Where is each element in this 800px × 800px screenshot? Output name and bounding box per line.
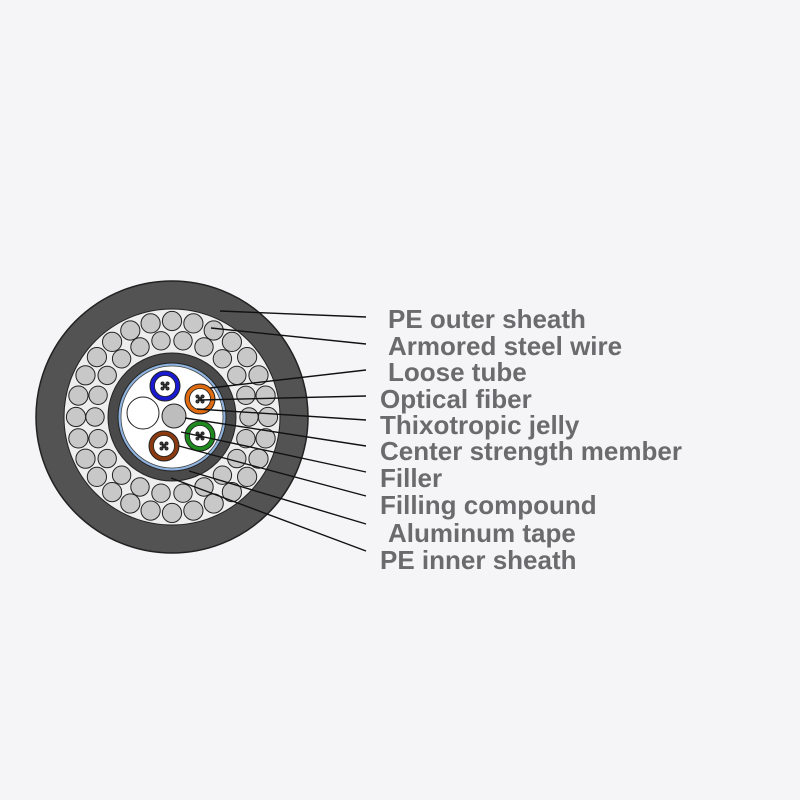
armor-wire xyxy=(111,465,132,485)
armor-wire xyxy=(86,347,108,368)
armor-wire xyxy=(130,477,150,497)
optical-fiber xyxy=(195,394,200,399)
optical-fiber xyxy=(159,441,164,446)
armor-wire xyxy=(161,502,183,524)
label-armored-steel-wire: Armored steel wire xyxy=(388,331,623,361)
loose-tube xyxy=(184,383,216,415)
armor-wire xyxy=(221,482,242,503)
armor-wire xyxy=(237,347,258,368)
leader-lines xyxy=(170,310,367,552)
armor-wire xyxy=(248,365,269,386)
loose-tube xyxy=(148,430,180,462)
armor-wire xyxy=(257,406,279,428)
optical-fiber xyxy=(195,436,200,441)
armor-wire xyxy=(97,365,117,386)
label-aluminum-tape: Aluminum tape xyxy=(388,518,576,548)
armor-wire xyxy=(173,331,193,351)
label-thixotropic-jelly: Thixotropic jelly xyxy=(380,410,580,440)
optical-fiber xyxy=(161,444,166,449)
optical-fiber xyxy=(195,399,200,404)
armor-wire xyxy=(236,385,256,405)
armor-wire xyxy=(227,448,247,469)
label-loose-tube: Loose tube xyxy=(388,357,527,387)
armored-steel-wire-group xyxy=(65,310,279,524)
armor-wire xyxy=(173,483,193,503)
armor-wire xyxy=(88,429,108,449)
armor-wire xyxy=(212,349,233,369)
armor-wire xyxy=(151,483,171,503)
leader-line xyxy=(199,395,367,401)
label-center-strength-member: Center strength member xyxy=(380,436,682,466)
leader-line xyxy=(180,431,367,473)
leader-line xyxy=(209,369,367,389)
armor-wire xyxy=(130,337,150,357)
armor-wire xyxy=(68,428,89,449)
armor-wire xyxy=(88,385,108,405)
armor-wire xyxy=(102,331,123,352)
label-pe-outer-sheath: PE outer sheath xyxy=(388,304,586,334)
armor-wire xyxy=(68,385,89,406)
label-filler: Filler xyxy=(380,463,443,493)
armor-wire xyxy=(221,331,242,352)
optical-fiber xyxy=(160,386,165,391)
leader-line xyxy=(188,470,367,525)
leader-line xyxy=(170,477,367,552)
armor-wire xyxy=(203,320,224,341)
center-strength-member xyxy=(161,403,187,429)
armor-wire xyxy=(120,320,141,341)
armor-wire xyxy=(183,313,204,334)
label-optical-fiber: Optical fiber xyxy=(380,384,532,414)
armor-wire xyxy=(75,448,96,469)
armor-wire xyxy=(111,349,132,369)
optical-fiber xyxy=(160,381,165,386)
armor-wire xyxy=(255,385,276,406)
armor-wire xyxy=(194,337,214,357)
armor-wire xyxy=(140,313,161,334)
optical-fiber xyxy=(165,381,170,386)
armor-wire xyxy=(151,331,171,351)
armor-wire xyxy=(227,365,247,386)
armor-wire xyxy=(161,310,183,332)
optical-fiber xyxy=(164,446,169,451)
armor-wire xyxy=(75,365,96,386)
label-pe-inner-sheath: PE inner sheath xyxy=(380,545,577,575)
optical-fiber xyxy=(200,431,205,436)
leader-line xyxy=(178,445,367,497)
armor-wire xyxy=(237,466,258,487)
armor-wire xyxy=(86,466,108,487)
armor-wire xyxy=(97,448,117,469)
optical-fiber xyxy=(200,394,205,399)
armor-wire xyxy=(183,500,204,521)
loose-tube xyxy=(149,370,181,402)
leader-line xyxy=(219,310,367,318)
leader-line xyxy=(184,417,367,447)
armor-wire xyxy=(102,482,123,503)
optical-fiber xyxy=(162,384,167,389)
armor-wire xyxy=(140,500,161,521)
armor-wire xyxy=(65,406,87,428)
optical-fiber xyxy=(159,446,164,451)
armor-wire xyxy=(239,407,259,427)
armor-wire xyxy=(236,429,256,449)
armor-wire xyxy=(85,407,105,427)
leader-line xyxy=(196,408,367,421)
optical-fiber xyxy=(165,386,170,391)
filler xyxy=(126,396,160,430)
optical-fiber xyxy=(164,441,169,446)
armor-wire xyxy=(120,493,141,514)
leader-line xyxy=(210,327,367,345)
armor-wire xyxy=(255,428,276,449)
label-filling-compound: Filling compound xyxy=(380,490,597,520)
